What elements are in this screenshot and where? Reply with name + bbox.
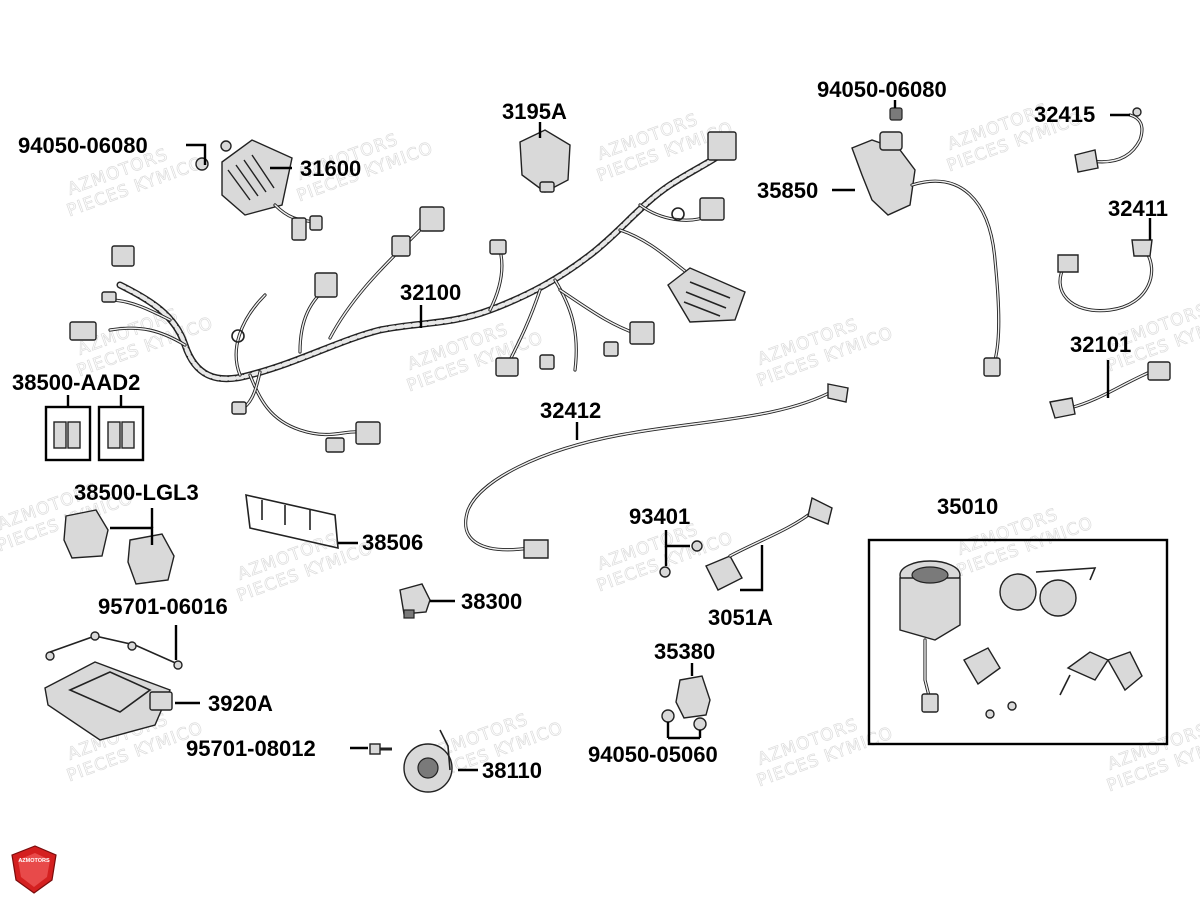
horn[interactable] [403, 729, 453, 793]
nut-icon [195, 140, 232, 171]
cable-32412[interactable] [464, 383, 849, 559]
regulator-rectifier[interactable] [221, 139, 323, 241]
switch-35380[interactable] [661, 675, 711, 731]
leader-lines [66, 100, 1152, 772]
ignition-coil[interactable] [851, 107, 1001, 377]
callout-94050-06080-right: 94050-06080 [817, 77, 947, 102]
starter-cable[interactable] [659, 496, 833, 591]
callout-95701-08012: 95701-08012 [186, 736, 316, 761]
fuse-bracket[interactable] [245, 493, 339, 550]
callout-38500-lgl3: 38500-LGL3 [74, 480, 199, 505]
sensor-38300[interactable] [399, 583, 431, 619]
callout-3195a: 3195A [502, 99, 567, 124]
callout-32100: 32100 [400, 280, 461, 305]
callout-32411: 32411 [1108, 196, 1168, 221]
callout-35010: 35010 [937, 494, 998, 519]
callout-35850: 35850 [757, 178, 818, 203]
ignition-switch-set[interactable] [867, 538, 1169, 746]
sub-harness-32101[interactable] [1049, 361, 1171, 419]
main-wiring-harness[interactable] [69, 131, 746, 453]
callout-32412: 32412 [540, 398, 601, 423]
callout-3920a: 3920A [208, 691, 273, 716]
callout-38506: 38506 [362, 530, 423, 555]
callout-32101: 32101 [1070, 332, 1131, 357]
callout-38300: 38300 [461, 589, 522, 614]
fuse-set-aad2[interactable] [44, 405, 145, 462]
ecu-unit[interactable] [44, 631, 183, 741]
callout-35380: 35380 [654, 639, 715, 664]
callout-32415: 32415 [1034, 102, 1095, 127]
relay-set-lgl3[interactable] [63, 509, 175, 585]
callout-3051a: 3051A [708, 605, 773, 630]
callout-38110: 38110 [482, 758, 542, 783]
callout-94050-05060: 94050-05060 [588, 742, 718, 767]
callout-94050-06080-left: 94050-06080 [18, 133, 148, 158]
callout-31600: 31600 [300, 156, 361, 181]
screw-95701-08012[interactable] [369, 743, 392, 755]
azmotors-logo: AZMOTORS [11, 845, 57, 894]
callout-labels: 94050-06080 31600 3195A 94050-06080 3585… [12, 77, 1168, 783]
logo-text: AZMOTORS [18, 858, 50, 864]
ground-cable-32415[interactable] [1074, 107, 1144, 173]
watermarks: AZMOTORS PIECES KYMICO AZMOTORS PIECES K… [0, 99, 1200, 796]
callout-95701-06016: 95701-06016 [98, 594, 228, 619]
callout-38500-aad2: 38500-AAD2 [12, 370, 140, 395]
flasher-relay[interactable] [519, 129, 571, 193]
battery-cable-32411[interactable] [1057, 239, 1154, 313]
callout-93401: 93401 [629, 504, 690, 529]
